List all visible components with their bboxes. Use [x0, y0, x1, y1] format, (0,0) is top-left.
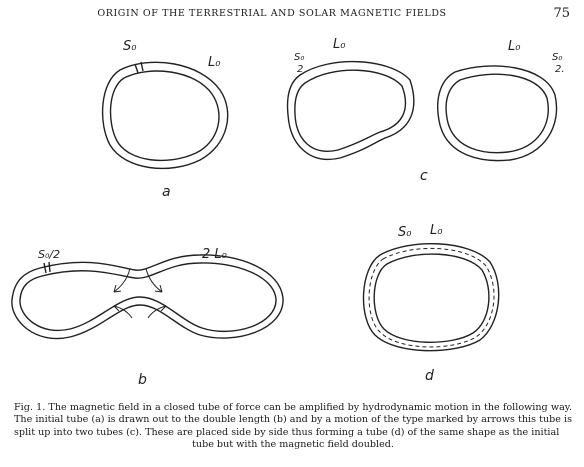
panel-d-l-label: L₀ — [430, 223, 443, 238]
panel-d-s-label: S₀ — [398, 225, 412, 240]
caption-text: Fig. 1. The magnetic field in a closed t… — [14, 402, 572, 438]
caption-last-line: tube but with the magnetic field doubled… — [192, 439, 394, 451]
panel-a-label: a — [162, 184, 171, 200]
panel-a-s-label: S₀ — [123, 39, 137, 54]
panel-b-s-label: S₀/2 — [38, 248, 60, 261]
panel-d-tube — [362, 243, 500, 352]
panel-a-section-mark — [134, 63, 139, 74]
panel-c-label: c — [420, 168, 428, 184]
arrow-icon — [147, 305, 167, 319]
running-title: ORIGIN OF THE TERRESTRIAL AND SOLAR MAGN… — [97, 8, 447, 19]
panel-b-arrows — [113, 267, 167, 319]
panel-c-right-s-den: 2. — [555, 64, 565, 75]
arrow-icon — [145, 267, 163, 293]
arrow-icon — [113, 267, 131, 293]
panel-a-tube — [101, 61, 229, 170]
panel-c-right-l-label: L₀ — [508, 39, 521, 54]
panel-b-tube — [11, 254, 284, 340]
panel-c-right-tube — [437, 65, 558, 162]
page-header: ORIGIN OF THE TERRESTRIAL AND SOLAR MAGN… — [0, 6, 584, 24]
panel-b-label: b — [138, 372, 147, 388]
figure-magnetic-tubes: S₀ L₀ a L₀ L₀ S₀ 2 S₀ 2. c S₀/2 2 L₀ b S… — [11, 37, 565, 388]
panel-c-right-s-num: S₀ — [552, 52, 562, 63]
panel-d-label: d — [425, 368, 434, 384]
panel-c-left-l-label: L₀ — [333, 37, 346, 52]
panel-b-l-label: 2 L₀ — [202, 247, 228, 262]
panel-b-section-mark — [43, 262, 47, 274]
panel-c-left-s-den: 2 — [297, 64, 303, 75]
panel-c-left-tube — [286, 60, 415, 161]
arrow-icon — [113, 305, 133, 319]
panel-c-left-s-num: S₀ — [294, 52, 304, 63]
panel-a-l-label: L₀ — [208, 55, 221, 70]
page-number: 75 — [553, 6, 570, 21]
figure-caption: Fig. 1. The magnetic field in a closed t… — [14, 402, 572, 452]
